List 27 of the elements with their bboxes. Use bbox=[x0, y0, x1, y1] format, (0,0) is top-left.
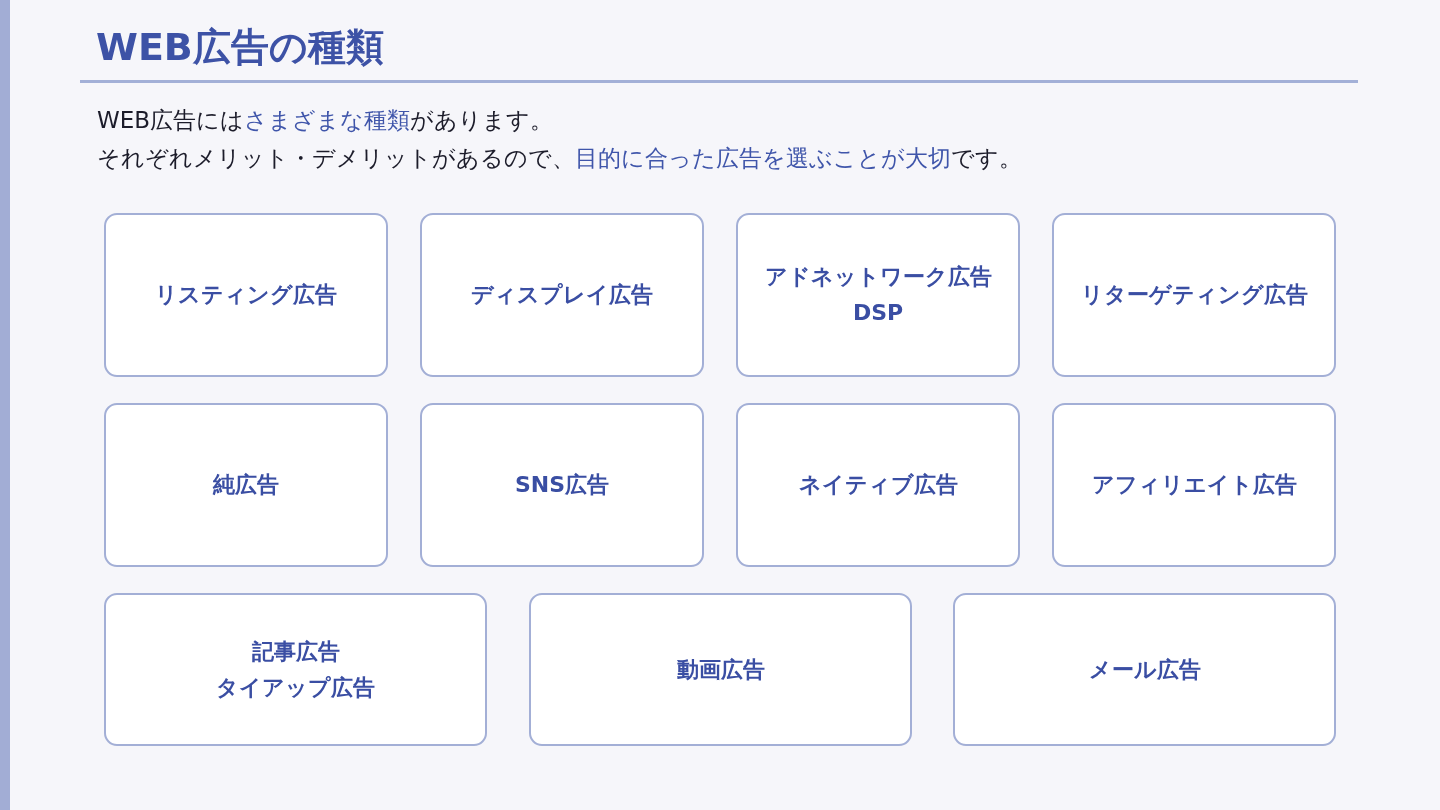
category-label: メール広告 bbox=[1088, 655, 1201, 684]
category-label: リスティング広告 bbox=[155, 281, 337, 309]
category-label: アフィリエイト広告 bbox=[1091, 471, 1297, 499]
category-label: 動画広告 bbox=[676, 655, 765, 684]
category-card bbox=[736, 213, 1020, 377]
category-label: SNS広告 bbox=[514, 471, 610, 499]
category-card bbox=[1052, 213, 1336, 377]
category-card bbox=[529, 593, 912, 746]
category-card bbox=[953, 593, 1336, 746]
category-label: ディスプレイ広告 bbox=[471, 281, 653, 309]
category-card bbox=[420, 403, 704, 567]
category-label: DSP bbox=[852, 299, 904, 327]
intro-text: それぞれメリット・デメリットがあるので、目的に合った広告を選ぶことが大切です。 bbox=[97, 144, 1022, 173]
category-card bbox=[1052, 403, 1336, 567]
category-label: アドネットワーク広告 bbox=[764, 263, 992, 291]
category-card bbox=[104, 403, 388, 567]
category-label: タイアップ広告 bbox=[216, 673, 375, 702]
category-card bbox=[420, 213, 704, 377]
intro-text: WEB広告にはさまざまな種類があります。 bbox=[97, 106, 554, 135]
category-card bbox=[104, 593, 487, 746]
category-label: リターゲティング広告 bbox=[1080, 281, 1308, 309]
page-title: WEB広告の種類 bbox=[96, 24, 384, 71]
category-label: 純広告 bbox=[213, 471, 279, 499]
category-label: ネイティブ広告 bbox=[798, 471, 958, 499]
category-card bbox=[736, 403, 1020, 567]
category-card bbox=[104, 213, 388, 377]
category-label: 記事広告 bbox=[251, 637, 340, 666]
